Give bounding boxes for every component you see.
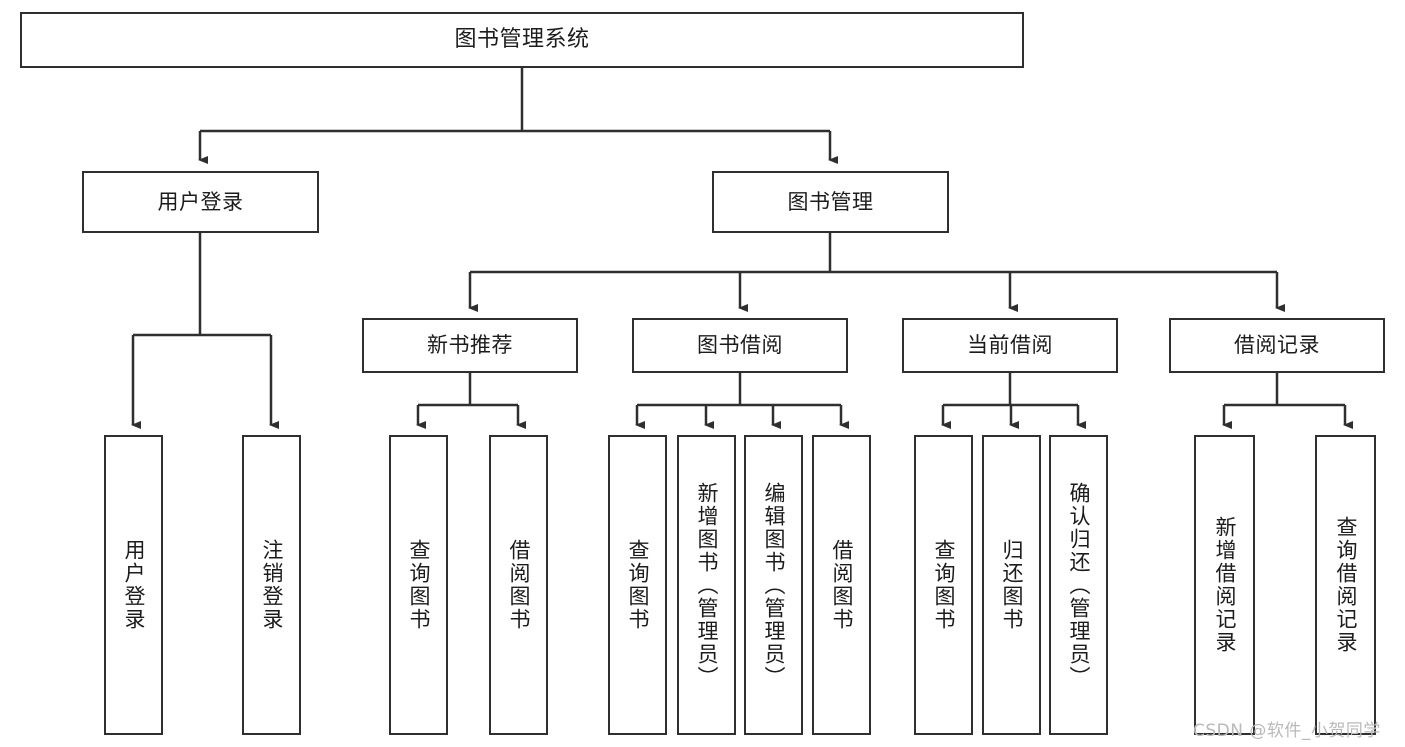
leaf-query-book-3-label: 查询图书: [931, 539, 956, 631]
leaf-query-book-1-label: 查询图书: [406, 539, 431, 631]
leaf-borrow-book-1[interactable]: 借阅图书: [489, 435, 548, 735]
leaf-logout-login[interactable]: 注销登录: [242, 435, 301, 735]
node-root-label: 图书管理系统: [454, 27, 590, 53]
node-new-book-recommend-label: 新书推荐: [427, 333, 513, 358]
node-book-borrow-label: 图书借阅: [697, 333, 783, 358]
node-current-borrow[interactable]: 当前借阅: [902, 318, 1118, 373]
leaf-query-book-3[interactable]: 查询图书: [914, 435, 973, 735]
node-book-borrow[interactable]: 图书借阅: [632, 318, 848, 373]
node-book-management-label: 图书管理: [787, 189, 874, 214]
leaf-query-book-2-label: 查询图书: [625, 539, 650, 631]
node-current-borrow-label: 当前借阅: [967, 333, 1053, 358]
csdn-watermark: CSDN @软件_小贺同学: [1193, 721, 1381, 741]
node-book-management[interactable]: 图书管理: [712, 171, 949, 233]
leaf-user-login-label: 用户登录: [121, 539, 146, 631]
leaf-borrow-book-2-label: 借阅图书: [829, 539, 854, 631]
node-borrow-record-label: 借阅记录: [1234, 333, 1320, 358]
leaf-borrow-book-2[interactable]: 借阅图书: [812, 435, 871, 735]
leaf-add-book[interactable]: 新增图书（管理员）: [677, 435, 736, 735]
leaf-add-record-label: 新增借阅记录: [1212, 516, 1237, 654]
leaf-confirm-return[interactable]: 确认归还（管理员）: [1049, 435, 1108, 735]
node-root[interactable]: 图书管理系统: [20, 12, 1024, 68]
leaf-return-book[interactable]: 归还图书: [982, 435, 1041, 735]
leaf-query-record-label: 查询借阅记录: [1333, 516, 1358, 654]
leaf-confirm-return-label: 确认归还（管理员）: [1066, 481, 1091, 689]
leaf-borrow-book-1-label: 借阅图书: [506, 539, 531, 631]
leaf-edit-book[interactable]: 编辑图书（管理员）: [744, 435, 803, 735]
leaf-query-book-1[interactable]: 查询图书: [389, 435, 448, 735]
node-user-login[interactable]: 用户登录: [82, 171, 319, 233]
leaf-add-record[interactable]: 新增借阅记录: [1194, 435, 1255, 735]
leaf-return-book-label: 归还图书: [999, 539, 1024, 631]
leaf-add-book-label: 新增图书（管理员）: [694, 481, 719, 689]
node-user-login-label: 用户登录: [157, 189, 244, 214]
node-new-book-recommend[interactable]: 新书推荐: [362, 318, 578, 373]
leaf-query-book-2[interactable]: 查询图书: [608, 435, 667, 735]
leaf-query-record[interactable]: 查询借阅记录: [1315, 435, 1376, 735]
leaf-edit-book-label: 编辑图书（管理员）: [761, 481, 786, 689]
node-borrow-record[interactable]: 借阅记录: [1169, 318, 1385, 373]
leaf-user-login[interactable]: 用户登录: [104, 435, 163, 735]
leaf-logout-login-label: 注销登录: [259, 539, 284, 631]
